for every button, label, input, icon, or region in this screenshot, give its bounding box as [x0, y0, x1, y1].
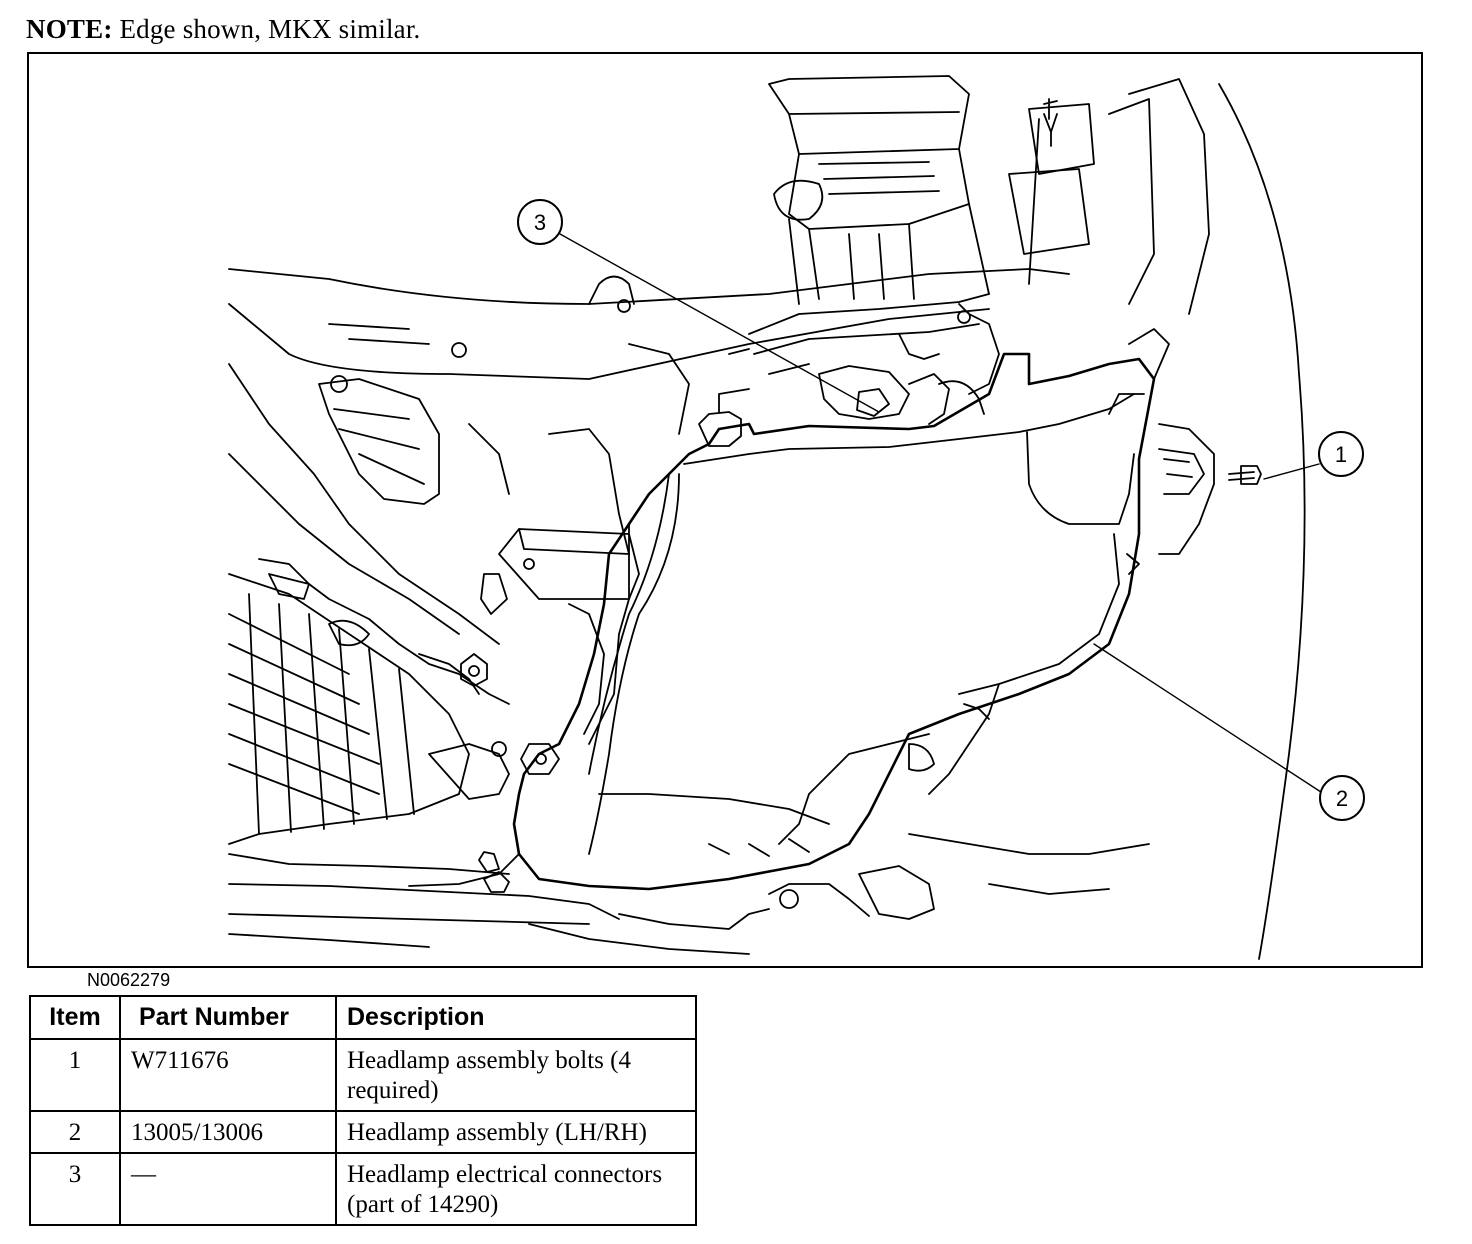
cell-description: Headlamp electrical connectors (part of …: [335, 1152, 697, 1226]
right-fender-bracket-drawing: [1128, 328, 1215, 555]
left-bracket-drawing: [480, 528, 640, 745]
cell-item: 2: [29, 1110, 121, 1154]
note-label: NOTE:: [26, 14, 113, 44]
illustration-frame: 3 1 2 N0062279: [27, 52, 1423, 990]
cell-item: 3: [29, 1152, 121, 1226]
radiator-support-drawing: [228, 268, 1070, 645]
headlamp-assembly-drawing: [512, 352, 1156, 891]
table-header-row: Item Part Number Description: [29, 995, 697, 1040]
callout-2-label: 2: [1336, 786, 1348, 811]
cell-part-number: W711676: [119, 1038, 337, 1112]
callout-1: 1: [1318, 431, 1364, 477]
parts-table: Item Part Number Description 1 W711676 H…: [29, 995, 697, 1226]
callout-3-label: 3: [534, 210, 546, 235]
table-row: 3 — Headlamp electrical connectors (part…: [29, 1152, 697, 1226]
callout-2: 2: [1319, 775, 1365, 821]
header-description: Description: [335, 995, 697, 1040]
table-row: 1 W711676 Headlamp assembly bolts (4 req…: [29, 1038, 697, 1112]
bolts-drawing: [460, 113, 1262, 893]
header-part-number: Part Number: [119, 995, 337, 1040]
headlamp-illustration: 3 1 2: [228, 75, 1365, 960]
cell-part-number: 13005/13006: [119, 1110, 337, 1154]
cell-description: Headlamp assembly bolts (4 required): [335, 1038, 697, 1112]
lower-fascia-drawing: [228, 833, 1150, 955]
connector-drawing: [698, 293, 1000, 447]
figure-id: N0062279: [87, 970, 171, 990]
cell-description: Headlamp assembly (LH/RH): [335, 1110, 697, 1154]
callout-1-label: 1: [1335, 442, 1347, 467]
leader-lines: [559, 233, 1325, 795]
cell-item: 1: [29, 1038, 121, 1112]
note-line: NOTE: Edge shown, MKX similar.: [26, 14, 421, 45]
callout-3: 3: [517, 199, 563, 245]
table-row: 2 13005/13006 Headlamp assembly (LH/RH): [29, 1110, 697, 1154]
cell-part-number: —: [119, 1152, 337, 1226]
engine-module-drawing: [768, 75, 1306, 960]
note-text: Edge shown, MKX similar.: [119, 14, 421, 44]
header-item: Item: [29, 995, 121, 1040]
